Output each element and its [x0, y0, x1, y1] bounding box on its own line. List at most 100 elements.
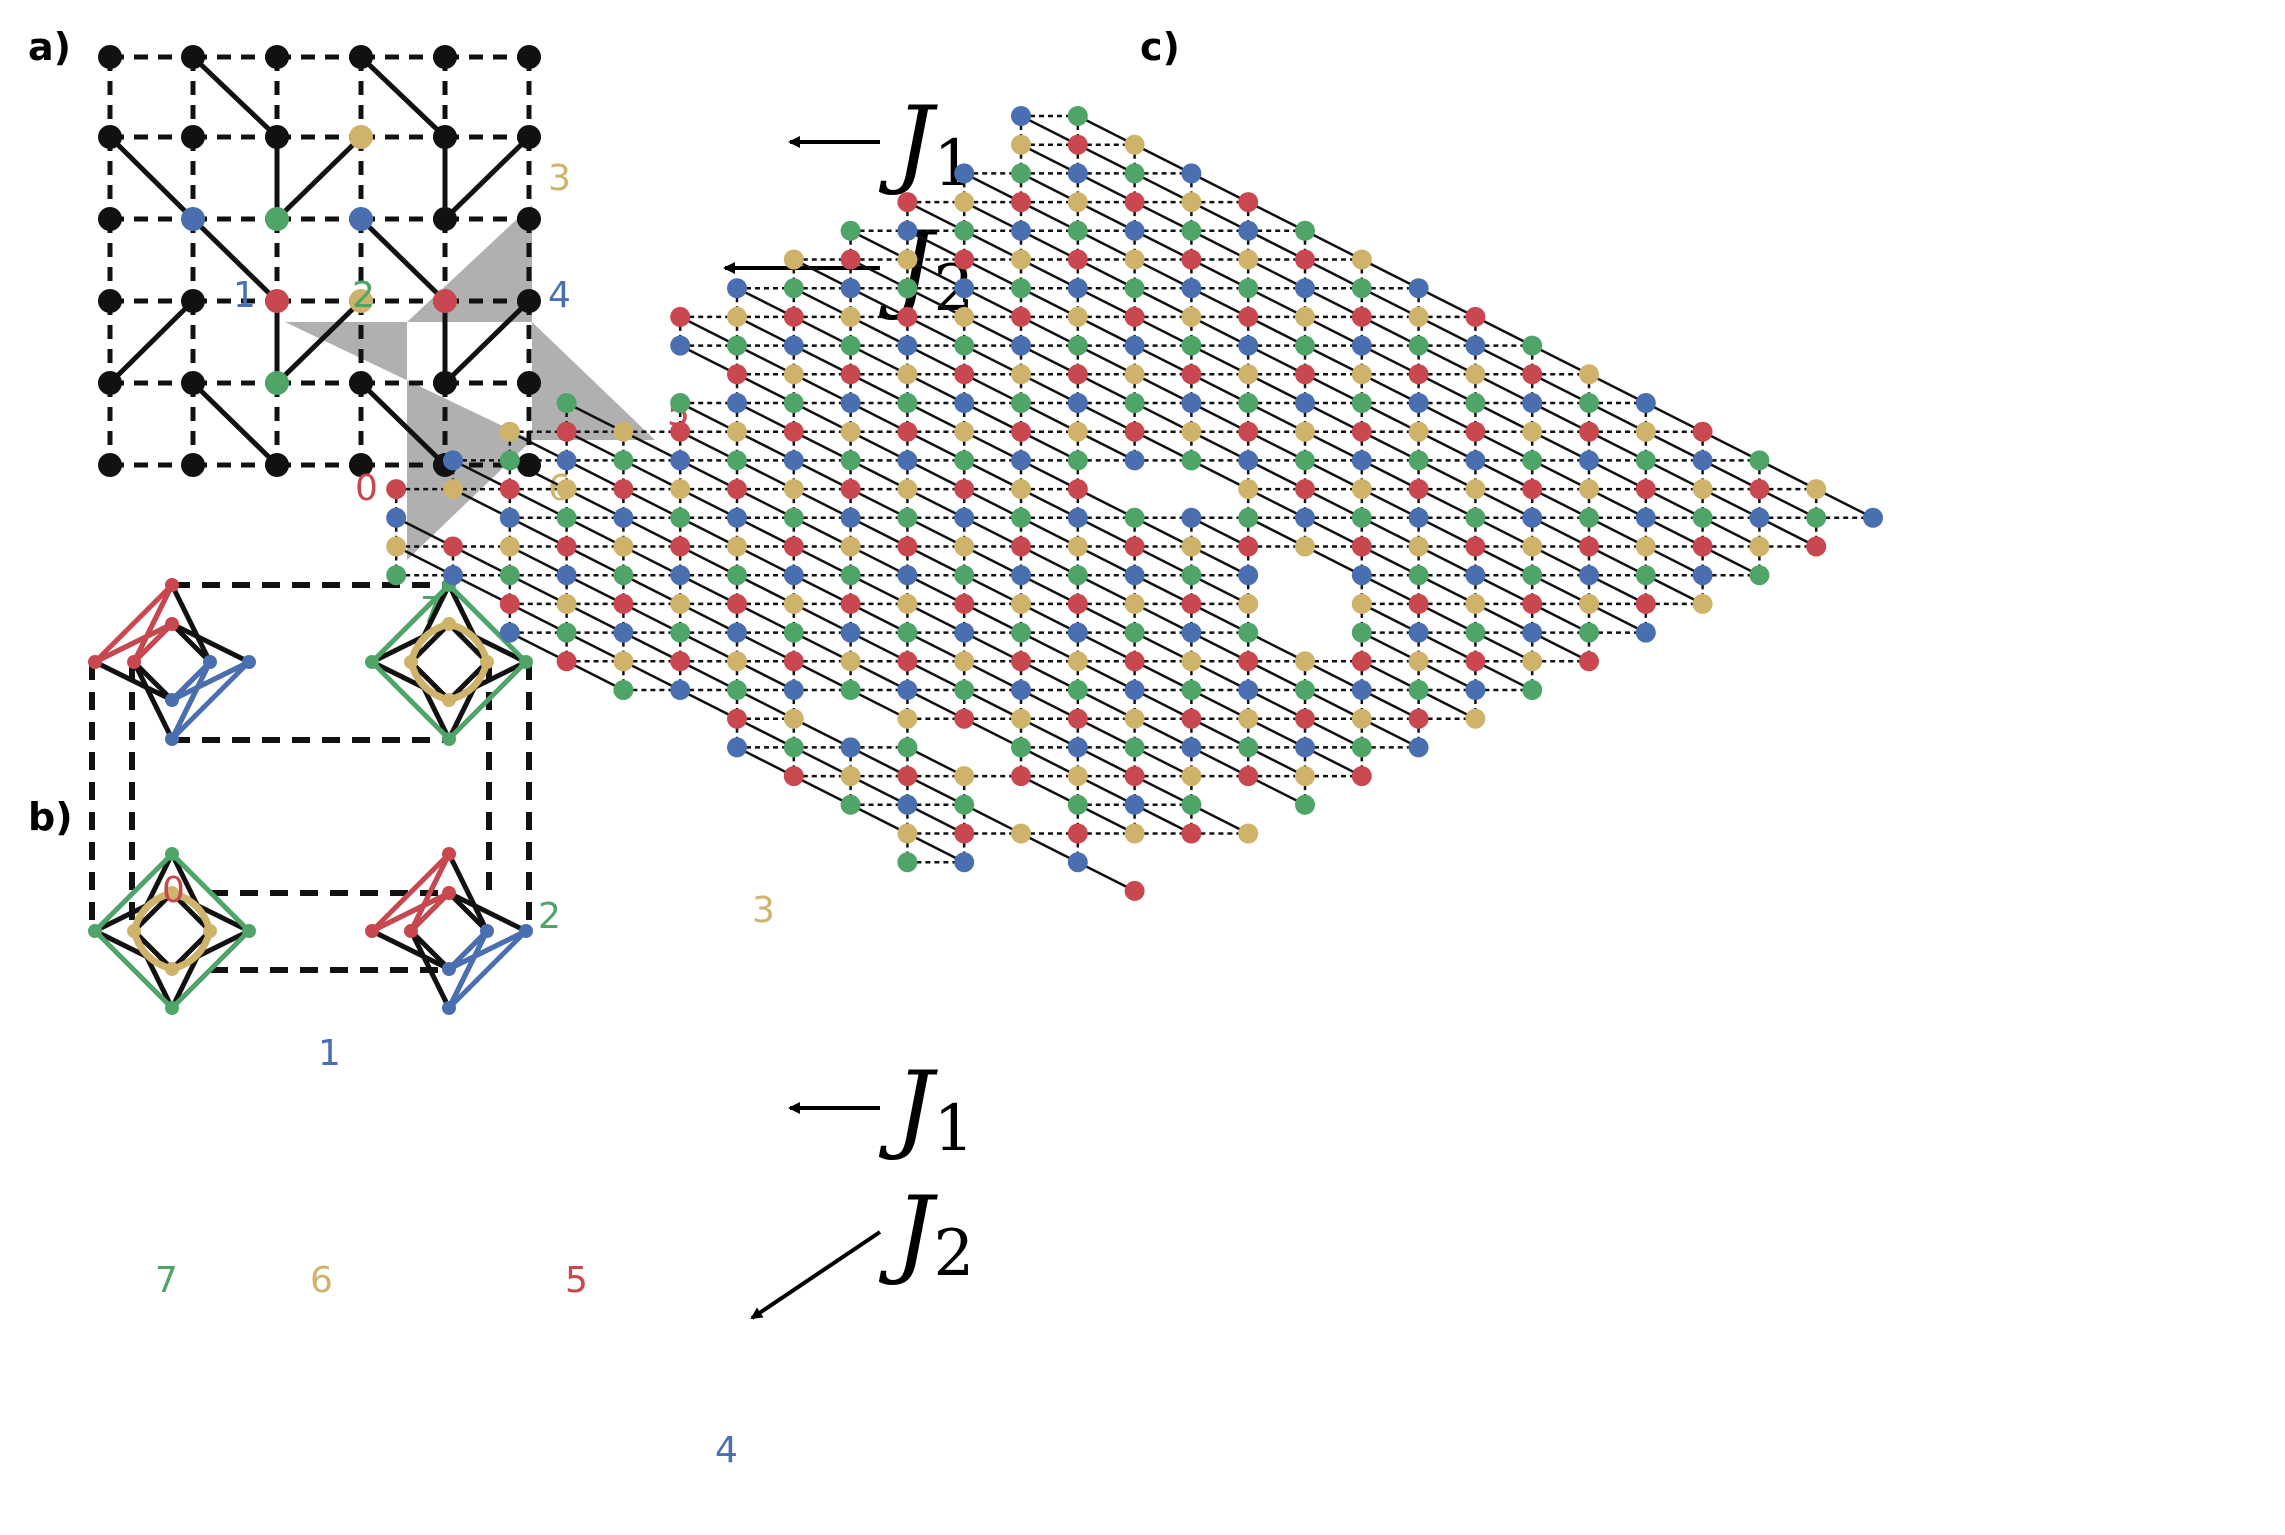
- lattice-c-site: [1067, 479, 1088, 500]
- lattice-j2-bond: [735, 688, 796, 720]
- lattice-c-site: [897, 249, 918, 270]
- clusters: [88, 578, 533, 1015]
- lattice-c-site: [556, 593, 577, 614]
- lattice-j2-bond: [962, 660, 1023, 692]
- cluster-site: [480, 924, 494, 938]
- lattice-c-site: [727, 421, 747, 442]
- lattice-c-site: [1295, 737, 1315, 758]
- lattice-j2-bond: [792, 344, 852, 376]
- lattice-c-site: [727, 335, 747, 356]
- lattice-j2-bond: [792, 516, 852, 548]
- lattice-j2-bond: [906, 573, 966, 606]
- cluster-edge-blue: [169, 659, 252, 742]
- cluster-site: [365, 924, 379, 938]
- lattice-c-site: [670, 421, 691, 442]
- j2-bond: [274, 134, 364, 222]
- lattice-j2-bond: [1133, 373, 1193, 405]
- lattice-j2-bond: [962, 573, 1023, 606]
- lattice-c-site: [1408, 622, 1429, 643]
- lattice-c-site: [1067, 852, 1088, 873]
- lattice-c-site: [1351, 306, 1372, 327]
- lattice-j2-bond: [678, 631, 739, 663]
- lattice-j2-bond: [1190, 516, 1250, 548]
- lattice-j2-bond: [735, 344, 796, 376]
- lattice-c-site: [1238, 766, 1259, 787]
- lattice-c-site: [499, 536, 520, 557]
- lattice-j2-bond: [962, 430, 1023, 462]
- lattice-j2-bond: [1076, 344, 1136, 376]
- lattice-site: [349, 45, 373, 69]
- lattice-j2-bond: [906, 660, 966, 692]
- lattice-c-site: [897, 593, 918, 614]
- lattice-c-site: [499, 565, 520, 586]
- lattice-c-site: [954, 163, 975, 184]
- lattice-j2-bond: [1417, 602, 1477, 634]
- lattice-c-site: [1181, 364, 1202, 385]
- lattice-j2-bond: [906, 602, 966, 634]
- lattice-j2-bond: [1644, 459, 1704, 491]
- lattice-c-site: [1124, 134, 1145, 155]
- lattice-j2-bond: [1019, 717, 1080, 749]
- lattice-j2-bond: [1530, 401, 1591, 433]
- lattice-c-site: [840, 479, 861, 500]
- lattice-j2-bond: [1019, 229, 1080, 261]
- lattice-c-site: [954, 708, 975, 729]
- lattice-j2-bond: [451, 573, 512, 606]
- cluster-site: [480, 655, 494, 669]
- lattice-j2-bond: [1019, 114, 1080, 146]
- cluster-edge: [169, 582, 213, 665]
- lattice-j2-bond: [1417, 430, 1477, 462]
- lattice-c-site: [1295, 766, 1315, 787]
- lattice-c-site: [897, 565, 918, 586]
- lattice-c-site: [1522, 393, 1543, 413]
- lattice-c-site: [1351, 536, 1372, 557]
- lattice-j2-bond: [962, 229, 1023, 261]
- lattice-j2-bond: [1360, 315, 1420, 347]
- lattice-j2-bond: [906, 344, 966, 376]
- lattice-c-site: [783, 766, 804, 787]
- lattice-c-site: [1238, 680, 1259, 700]
- lattice-c-site: [1351, 622, 1372, 643]
- lattice-c-site: [1635, 507, 1656, 528]
- lattice-c-site: [1295, 421, 1315, 442]
- lattice-j2-bond: [622, 660, 682, 692]
- lattice-c-site: [1181, 335, 1202, 356]
- lattice-site: [517, 125, 541, 149]
- lattice-j2-bond: [1019, 315, 1080, 347]
- cluster-edge: [408, 928, 452, 972]
- lattice-j2-bond: [1644, 516, 1704, 548]
- cluster-label-5: 5: [565, 1260, 588, 1301]
- lattice-c-site: [1806, 536, 1827, 557]
- lattice-j2-bond: [792, 774, 852, 807]
- lattice-j2-bond: [1474, 573, 1534, 606]
- lattice-c-site: [1238, 737, 1259, 758]
- cluster-edge: [408, 621, 452, 665]
- cluster-site: [165, 962, 179, 976]
- lattice-c-site: [1351, 421, 1372, 442]
- lattice-c-site: [1579, 593, 1599, 614]
- lattice-c-site: [783, 737, 804, 758]
- lattice-j2-bond: [735, 573, 796, 606]
- lattice-c-site: [1749, 450, 1770, 471]
- lattice-j2-bond: [962, 516, 1023, 548]
- cluster-ring-gold: [407, 620, 491, 704]
- lattice-j2-bond: [1814, 487, 1875, 520]
- lattice-c-site: [1351, 278, 1372, 299]
- lattice-c-site: [1351, 479, 1372, 500]
- lattice-j2-bond: [1701, 487, 1761, 520]
- lattice-j2-bond: [1019, 373, 1080, 405]
- lattice-c-site: [670, 306, 691, 327]
- lattice-j2-bond: [1190, 401, 1250, 433]
- lattice-j2-bond: [1076, 660, 1136, 692]
- lattice-j2-bond: [1190, 545, 1250, 577]
- lattice-j2-bond: [1417, 315, 1477, 347]
- lattice-j2-bond: [962, 487, 1023, 520]
- lattice-j2-bond: [451, 545, 512, 577]
- lattice-j2-bond: [735, 746, 796, 778]
- cluster-label-7: 7: [155, 1260, 178, 1301]
- lattice-c-site: [670, 393, 691, 413]
- lattice-j2-bond: [1133, 258, 1193, 290]
- lattice-c-site: [954, 536, 975, 557]
- lattice-j2-bond: [622, 602, 682, 634]
- lattice-c-site: [1408, 708, 1429, 729]
